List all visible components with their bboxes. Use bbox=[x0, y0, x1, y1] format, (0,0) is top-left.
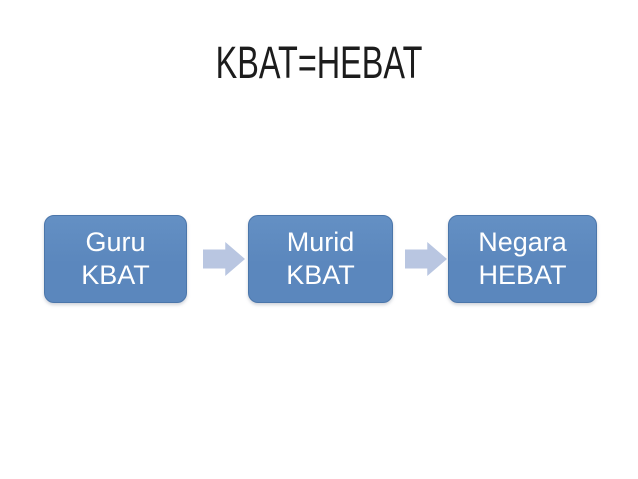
slide-title: KBAT=HEBAT bbox=[215, 37, 423, 88]
process-step-guru-kbat: Guru KBAT bbox=[44, 215, 187, 303]
step-label-line2: KBAT bbox=[286, 260, 355, 290]
process-step-murid-kbat: Murid KBAT bbox=[248, 215, 393, 303]
step-label-line2: HEBAT bbox=[478, 260, 567, 290]
step-label-line1: Negara bbox=[478, 227, 567, 257]
step-label-line1: Guru bbox=[85, 227, 146, 257]
right-arrow-icon bbox=[405, 242, 447, 276]
step-label-line2: KBAT bbox=[81, 260, 150, 290]
process-step-negara-hebat: Negara HEBAT bbox=[448, 215, 597, 303]
right-arrow-icon bbox=[203, 242, 245, 276]
step-label-line1: Murid bbox=[286, 227, 355, 257]
